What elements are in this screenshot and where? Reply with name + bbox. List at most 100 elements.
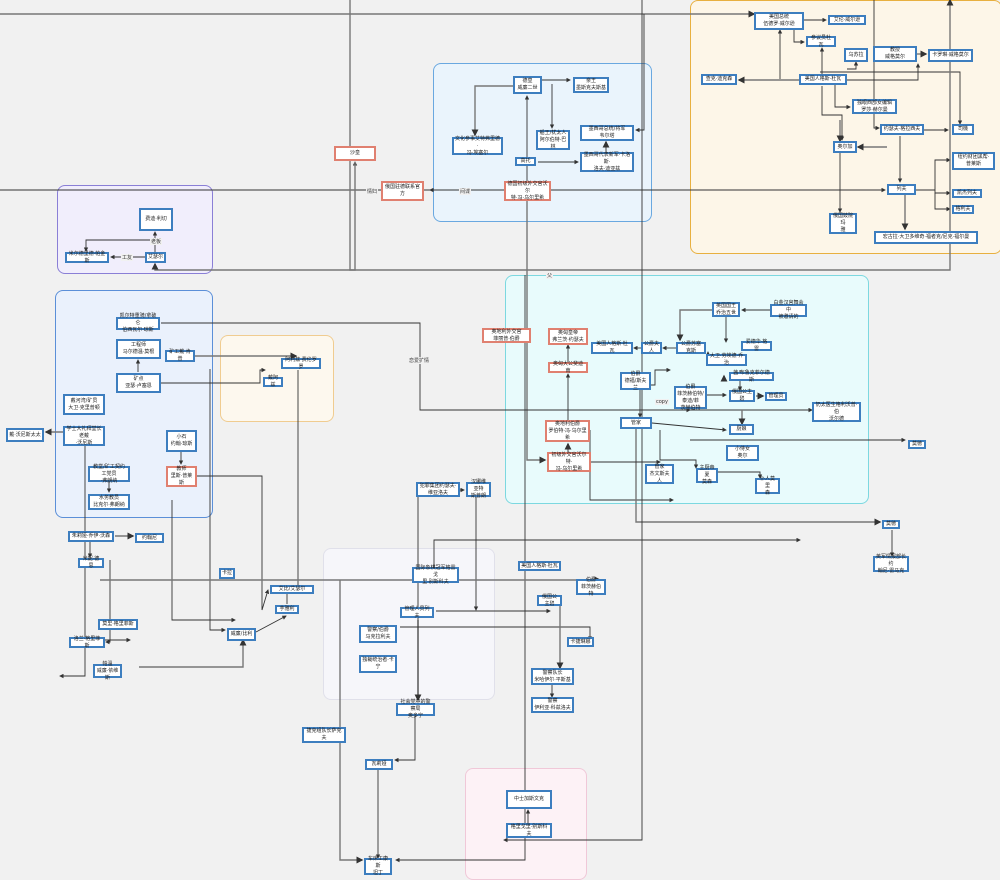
character-node[interactable]: 格利夫 <box>952 205 974 214</box>
character-node[interactable]: 捷克组队长萨克夫 <box>302 727 346 743</box>
character-node[interactable]: 管理员 <box>765 392 787 401</box>
character-node[interactable]: 独裁统治者·卡 宁 <box>359 655 397 673</box>
character-node[interactable]: 宏古拉·大卫多维奇·福者克/尼克·福尔曼 <box>874 231 978 244</box>
character-node[interactable]: 茜·布鲁克菲尔德斯 <box>729 370 774 383</box>
character-node[interactable]: 墨西哥总统/将军 韦尔塔 <box>580 125 634 141</box>
character-node[interactable]: 艾比/艾瑟尔 <box>270 585 314 594</box>
character-node[interactable]: 小侍女 奥尔 <box>726 445 759 461</box>
character-node[interactable]: 俄国驻德联系官方 <box>381 181 424 201</box>
character-node[interactable]: 奶太医生格利沃普·伯 沃尔德 <box>812 402 861 422</box>
character-node[interactable]: 亲王 墨斯克夫斯基 <box>573 77 609 93</box>
character-node[interactable]: 格里戈里·别斯科夫 <box>506 823 552 838</box>
character-node[interactable]: 艾瑟尔 <box>145 252 166 263</box>
character-node[interactable]: 工程师 马尔德温·莫根 <box>116 339 161 359</box>
character-node[interactable]: 瓦莉娅 <box>365 759 393 770</box>
character-node[interactable]: 俄国公主碧 <box>537 594 562 607</box>
character-node[interactable]: 美国总统 伍德罗·威尔逊 <box>754 12 804 30</box>
character-node[interactable]: 警察队长 米哈伊尔·平斯基 <box>531 668 574 685</box>
character-node[interactable]: 伯爵 菲茨赫伯特/泰迪/菲 茨赫伯特 <box>674 384 707 411</box>
character-node[interactable]: 阿利兹·费伦罗罗 <box>281 357 321 370</box>
relationship-connector[interactable] <box>105 560 111 645</box>
relationship-connector[interactable] <box>820 71 963 125</box>
character-node[interactable]: 中士加斯文克 <box>506 790 552 809</box>
character-node[interactable]: 管家 <box>620 417 652 429</box>
character-node[interactable]: 奥地利外交官 菲丽普·伯爵 <box>482 328 531 343</box>
character-node[interactable]: 洛兰·格里菲斯 <box>69 636 105 649</box>
character-node[interactable]: 主厨帝夏 莫森 <box>696 465 718 485</box>
character-node[interactable]: 卡拉 <box>219 568 235 579</box>
character-node[interactable]: 列夫 <box>887 184 916 195</box>
character-node[interactable]: 美国人格斯·杜瓦 <box>591 341 633 354</box>
character-node[interactable]: 戴河湾/矿员 大卫·克里普顿 <box>63 394 105 415</box>
character-node[interactable]: 芋雅利 <box>275 605 299 614</box>
character-node[interactable]: 卡罗琳·威格莫尔 <box>928 49 973 62</box>
character-node[interactable]: 卡捷琳娜 <box>567 637 594 647</box>
relationship-connector[interactable] <box>659 430 699 469</box>
character-node[interactable]: 俄国公主碧 <box>729 389 755 402</box>
relationship-connector[interactable] <box>151 162 356 271</box>
relationship-connector[interactable] <box>503 0 643 843</box>
character-node[interactable]: 德皇 威廉二世 <box>513 76 542 94</box>
character-node[interactable]: 英国国王 乔治五世 <box>712 302 740 317</box>
relationship-connector[interactable] <box>339 580 364 864</box>
character-node[interactable]: 船王/犹太人 阿尔伯特·巴林 <box>536 130 570 150</box>
character-node[interactable]: 美国人格斯·杜瓦 <box>518 561 561 571</box>
relationship-connector[interactable] <box>349 0 954 271</box>
character-node[interactable]: 沙皇 <box>334 146 376 161</box>
character-node[interactable]: 美国人格斯·杜瓦 <box>799 74 847 85</box>
relationship-connector[interactable] <box>821 86 845 141</box>
relationship-connector[interactable] <box>255 615 287 633</box>
character-node[interactable]: 奥匈皇帝 弗兰茨·约瑟夫 <box>548 328 588 345</box>
relationship-connector[interactable] <box>161 367 266 384</box>
character-node[interactable]: 英军情报部长约 翰尼·雷马克 <box>873 554 909 574</box>
relationship-connector[interactable] <box>471 85 527 137</box>
character-node[interactable]: 约瑟夫·格拉西夫 <box>880 124 924 135</box>
relationship-connector[interactable] <box>433 537 801 567</box>
relationship-connector[interactable] <box>651 422 727 432</box>
character-node[interactable]: 公爵苏塞克斯 <box>676 341 706 354</box>
character-node[interactable]: 俄国妓院玛 雅 <box>829 213 857 234</box>
character-node[interactable]: 爱德华·格雷 <box>741 339 772 352</box>
character-node[interactable]: 学士大礼拜堂长老戴 ·沃尼斯 <box>63 426 105 446</box>
relationship-connector[interactable] <box>139 638 247 668</box>
character-node[interactable]: 大卫·劳埃德·乔治 <box>706 353 747 366</box>
character-node[interactable]: 高托 <box>515 157 536 166</box>
character-node[interactable]: 莫里·格里菲斯 <box>98 619 138 630</box>
character-node[interactable]: 小石 约翰·琼斯 <box>166 430 197 452</box>
character-node[interactable]: 警察/伯爵 马克拉利夫 <box>359 625 397 643</box>
character-node[interactable]: 仆人莫里 森 <box>755 476 780 496</box>
character-node[interactable]: 初级外交官沃尔特· 冯·乌尔里希 <box>547 452 591 472</box>
character-node[interactable]: 教堂/矿工契约工党员 ·弗朗纳 <box>88 464 130 484</box>
character-node[interactable]: 威廉/比利 <box>227 628 256 641</box>
relationship-connector[interactable] <box>916 157 951 191</box>
relationship-connector[interactable] <box>352 161 380 191</box>
relationship-connector[interactable] <box>161 322 691 413</box>
relationship-connector[interactable] <box>197 475 270 611</box>
character-node[interactable]: 帕溫 威廉·依维斯 <box>93 661 122 681</box>
relationship-connector[interactable] <box>676 309 712 342</box>
relationship-connector[interactable] <box>59 446 86 679</box>
character-node[interactable]: 艾伦·威尔逊 <box>828 15 866 25</box>
character-node[interactable]: 米妮·德思 <box>78 556 104 569</box>
relationship-connector[interactable] <box>209 369 226 633</box>
character-node[interactable]: 司機 <box>952 124 974 135</box>
character-node[interactable]: 汉娜维亚特 斯普朗 <box>466 479 491 499</box>
character-node[interactable]: 伯爵 德福/斯夫兰 <box>620 371 651 391</box>
character-node[interactable]: 犯罪集团约瑟夫· 维亚洛夫 <box>416 482 460 497</box>
relationship-connector[interactable] <box>394 716 416 763</box>
character-node[interactable]: 社会党中的警察局 奥多宁 <box>396 699 435 719</box>
character-node[interactable]: 奥匈大公斐迪南 <box>548 361 588 374</box>
character-node[interactable]: 教授 威格莫尔 <box>873 46 917 62</box>
character-node[interactable]: 约翰尼 <box>135 533 164 543</box>
character-node[interactable]: 莫徳 <box>882 520 900 529</box>
character-node[interactable]: 德国初级外交官沃尔 特·冯·乌尔里希 <box>504 181 551 201</box>
character-node[interactable]: 白金汉宫舞会中 被邀请的 <box>770 300 807 320</box>
character-node[interactable]: 国际象棋冠军格雷戈 里·别斯科夫 <box>412 565 459 585</box>
character-node[interactable]: 朱莉娅·乔伊·沃森 <box>68 531 114 542</box>
relationship-connector[interactable] <box>873 0 880 131</box>
character-node[interactable]: 查克·迪克森 <box>701 74 737 85</box>
character-node[interactable]: 警察 伊利亚·科兹洛夫 <box>531 697 574 713</box>
character-node[interactable]: 戴·沃尼斯太太 <box>6 428 44 442</box>
character-node[interactable]: 管家 杰文斯夫人 <box>645 464 674 484</box>
relationship-connector[interactable] <box>718 471 763 479</box>
